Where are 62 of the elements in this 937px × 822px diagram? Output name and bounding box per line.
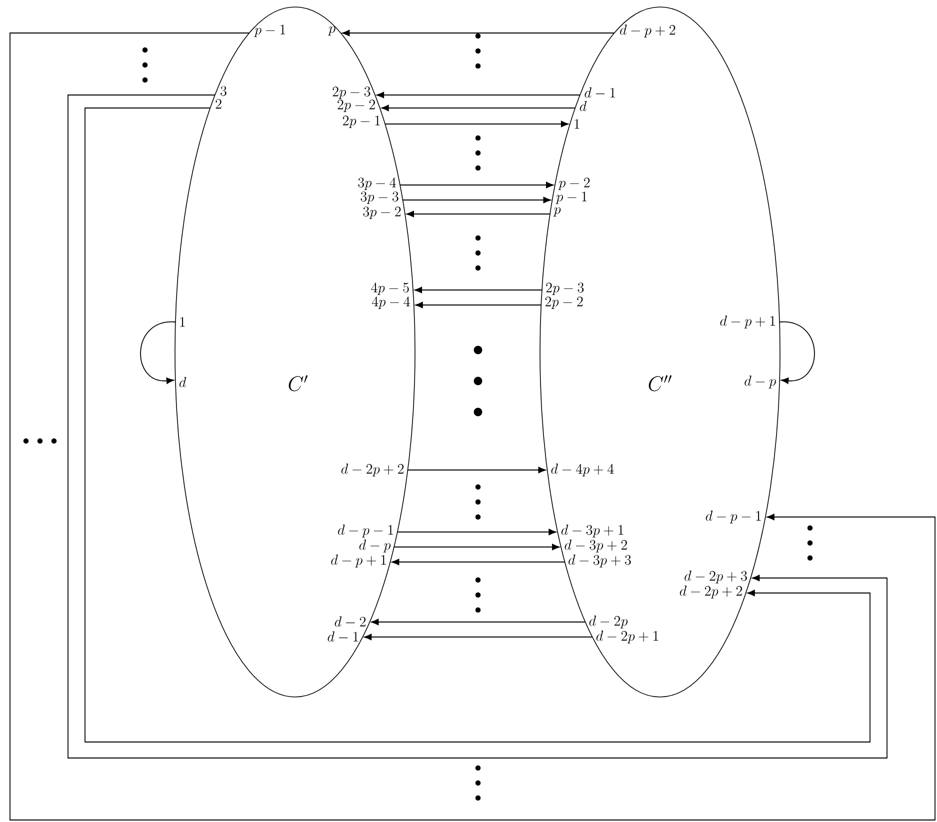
point-label: $2p-2$: [545, 296, 583, 310]
point-label: $d-1$: [328, 631, 358, 642]
ellipse-label: $C'$: [288, 375, 308, 392]
point-label: $p$: [328, 26, 336, 36]
point-label: $3p-2$: [363, 206, 401, 220]
point-label: $2p-3$: [332, 86, 370, 100]
arrow: [392, 558, 566, 566]
point-label: $1$: [574, 119, 580, 129]
point-label: $d-2$: [334, 616, 366, 627]
arrow: [384, 120, 569, 128]
point-label: $d-p+1$: [720, 316, 775, 328]
point-label: $d-1$: [584, 87, 615, 98]
point-label: $3p-3$: [360, 192, 398, 204]
arrow: [415, 302, 542, 308]
point-label: $2p-1$: [342, 116, 380, 128]
ellipse-label: $C''$: [648, 375, 672, 392]
point-label: $p$: [553, 207, 561, 216]
point-label: $d-p+1$: [331, 554, 386, 568]
arrow: [394, 544, 560, 550]
point-label: $d-2p+2$: [341, 464, 404, 476]
point-label: $2$: [216, 99, 222, 109]
point-label: $d-p-1$: [338, 524, 393, 538]
point-label: $4p-5$: [371, 282, 409, 296]
point-label: $d-3p+3$: [568, 554, 631, 568]
arrow: [364, 634, 593, 640]
point-label: $d-3p+1$: [561, 524, 624, 538]
point-label: $d-4p+4$: [551, 464, 614, 476]
arrow: [402, 196, 551, 204]
arrow: [381, 104, 576, 112]
point-label: $1$: [180, 317, 185, 327]
point-label: $d-p$: [359, 540, 391, 552]
arrow: [342, 30, 615, 36]
arrow: [400, 182, 554, 188]
point-label: $2p-2$: [338, 100, 375, 112]
point-label: $d$: [580, 101, 587, 112]
point-label: $p-1$: [556, 192, 587, 204]
arrow: [396, 528, 556, 536]
arrow: [414, 286, 542, 294]
point-label: $3$: [220, 86, 226, 96]
point-label: $2p-3$: [546, 282, 584, 296]
loop-arrow: [140, 322, 176, 384]
ellipse: [174, 6, 416, 698]
arrow: [371, 618, 586, 626]
point-label: $p-2$: [558, 178, 590, 190]
point-label: $d-2p+2$: [680, 586, 742, 598]
point-label: $4p-4$: [372, 296, 410, 310]
loop-arrow: [779, 322, 815, 384]
point-label: $d-p$: [744, 376, 776, 388]
point-label: $p-1$: [254, 24, 286, 38]
point-label: $d$: [179, 377, 186, 388]
ellipse: [540, 6, 780, 698]
point-label: $d-p-1$: [706, 510, 761, 524]
point-label: $d-p+2$: [620, 24, 676, 38]
arrow: [407, 466, 546, 474]
arrow: [406, 210, 550, 218]
point-label: $d-2p+1$: [596, 630, 658, 644]
arrow: [10, 32, 936, 820]
point-label: $3p-4$: [358, 178, 396, 190]
point-label: $d-3p+2$: [564, 540, 627, 552]
point-label: $d-2p$: [589, 616, 628, 628]
point-label: $d-2p+3$: [684, 570, 747, 584]
arrow: [376, 92, 580, 98]
